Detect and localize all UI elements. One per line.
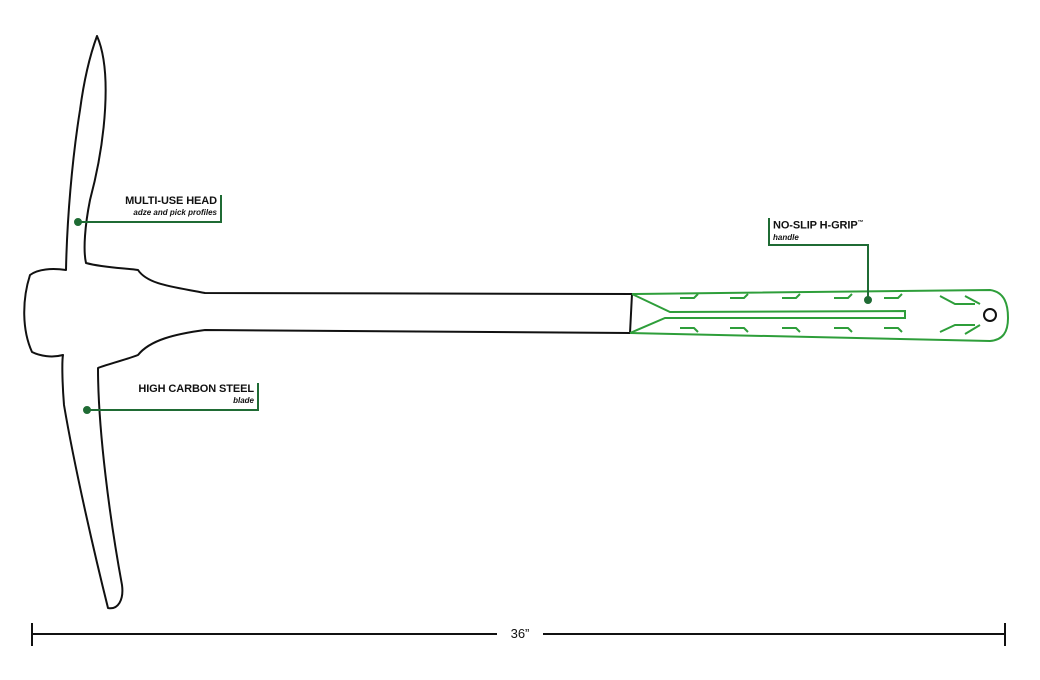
blade-leader-dot bbox=[83, 406, 91, 414]
grip-title: NO-SLIP H-GRIP bbox=[773, 219, 858, 232]
pick-head-outline bbox=[23, 35, 633, 610]
callout-high-carbon-steel: HIGH CARBON STEEL blade bbox=[110, 384, 254, 405]
head-subtitle: adze and pick profiles bbox=[133, 208, 217, 217]
callout-no-slip-grip: NO-SLIP H-GRIP™ handle bbox=[773, 220, 903, 242]
grip-outline bbox=[629, 288, 1010, 343]
trademark-symbol: ™ bbox=[857, 220, 864, 226]
grip-leader bbox=[768, 218, 869, 300]
callout-multi-use-head: MULTI-USE HEAD adze and pick profiles bbox=[90, 196, 217, 217]
grip-end-chevrons bbox=[939, 295, 981, 335]
blade-leader bbox=[87, 383, 259, 411]
lanyard-hole bbox=[983, 308, 997, 322]
head-leader bbox=[78, 195, 222, 223]
blade-subtitle: blade bbox=[233, 396, 254, 405]
callout-leaders bbox=[74, 195, 872, 414]
length-dimension-label: 36” bbox=[497, 626, 543, 642]
grip-subtitle: handle bbox=[773, 232, 799, 242]
grip-texture bbox=[680, 293, 903, 333]
head-leader-dot bbox=[74, 218, 82, 226]
head-title: MULTI-USE HEAD bbox=[125, 195, 217, 207]
grip-h-channel bbox=[629, 293, 906, 334]
grip-leader-dot bbox=[864, 296, 872, 304]
blade-title: HIGH CARBON STEEL bbox=[138, 383, 254, 395]
